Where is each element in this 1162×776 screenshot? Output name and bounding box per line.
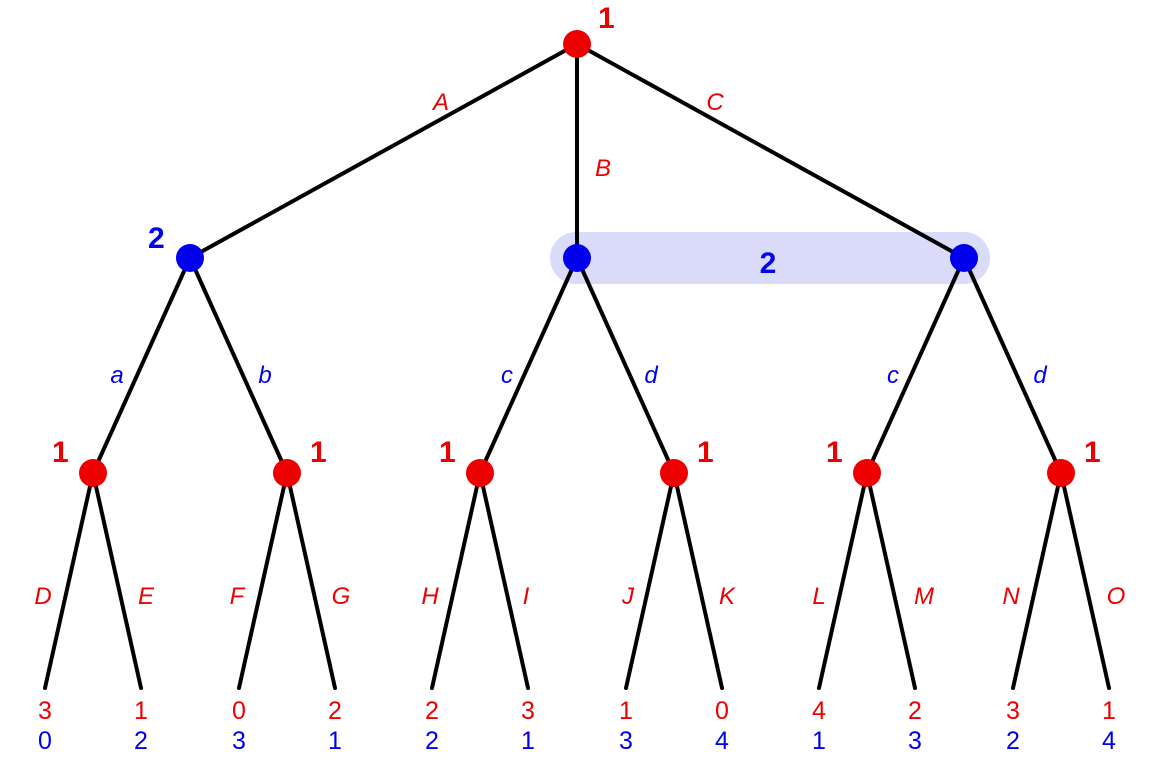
edge-D	[43, 471, 95, 690]
payoff-8: 0 4	[715, 697, 729, 755]
payoff-4-player2: 1	[328, 727, 342, 755]
player1-node-4	[660, 459, 688, 487]
payoff-9: 4 1	[812, 697, 826, 755]
player1-node-2	[273, 459, 301, 487]
player2-left-label: 2	[148, 222, 165, 255]
player1-node-1-label: 1	[52, 436, 69, 469]
payoff-1-player2: 0	[38, 727, 52, 755]
information-set-player-label: 2	[760, 247, 777, 280]
action-label-C: C	[706, 89, 724, 116]
action-label-c-left: c	[501, 362, 513, 389]
action-label-O: O	[1107, 583, 1126, 610]
payoff-1: 3 0	[38, 697, 52, 755]
action-label-b: b	[258, 362, 271, 389]
edge-J	[624, 471, 676, 690]
payoff-9-player2: 1	[812, 727, 826, 755]
payoff-9-player1: 4	[812, 697, 826, 725]
edge-root-C	[575, 42, 966, 260]
player1-node-5	[853, 459, 881, 487]
player1-node-5-label: 1	[826, 436, 843, 469]
payoff-7-player1: 1	[619, 697, 633, 725]
player1-node-2-label: 1	[310, 436, 327, 469]
action-label-E: E	[138, 583, 155, 610]
action-label-N: N	[1002, 583, 1020, 610]
payoff-10: 2 3	[908, 697, 922, 755]
action-label-L: L	[812, 583, 825, 610]
payoff-3: 0 3	[232, 697, 246, 755]
payoff-2-player2: 2	[134, 727, 148, 755]
player1-node-3-label: 1	[439, 436, 456, 469]
action-label-I: I	[523, 583, 530, 610]
player1-node-1	[79, 459, 107, 487]
edge-d-right	[962, 256, 1063, 475]
payoff-11: 3 2	[1006, 697, 1020, 755]
root-player-label: 1	[598, 2, 615, 35]
action-label-c-right: c	[887, 362, 899, 389]
payoff-5: 2 2	[425, 697, 439, 755]
payoff-11-player2: 2	[1006, 727, 1020, 755]
edge-O	[1059, 471, 1111, 690]
root-node	[563, 30, 591, 58]
payoff-5-player2: 2	[425, 727, 439, 755]
payoff-2: 1 2	[134, 697, 148, 755]
payoff-3-player2: 3	[232, 727, 246, 755]
payoff-11-player1: 3	[1006, 697, 1020, 725]
edge-c-left	[478, 256, 579, 475]
payoff-5-player1: 2	[425, 697, 439, 725]
edge-root-A	[188, 42, 579, 260]
payoff-4: 2 1	[328, 697, 342, 755]
player1-node-3	[466, 459, 494, 487]
edge-c-right	[865, 256, 966, 475]
player2-node-middle	[563, 244, 591, 272]
edge-F	[237, 471, 289, 690]
payoff-8-player1: 0	[715, 697, 729, 725]
payoff-7-player2: 3	[619, 727, 633, 755]
payoff-12: 1 4	[1102, 697, 1116, 755]
edge-K	[672, 471, 724, 690]
payoff-1-player1: 3	[38, 697, 52, 725]
player1-node-4-label: 1	[697, 436, 714, 469]
edge-I	[478, 471, 530, 690]
payoff-12-player2: 4	[1102, 727, 1116, 755]
action-label-D: D	[34, 583, 51, 610]
action-label-J: J	[621, 583, 635, 610]
action-label-d-right: d	[1033, 362, 1047, 389]
edge-d-left	[575, 256, 676, 475]
edge-L	[817, 471, 869, 690]
edge-M	[865, 471, 917, 690]
payoff-2-player1: 1	[134, 697, 148, 725]
payoff-10-player2: 3	[908, 727, 922, 755]
payoff-8-player2: 4	[715, 727, 729, 755]
action-label-B: B	[595, 155, 611, 182]
payoff-10-player1: 2	[908, 697, 922, 725]
player2-node-right	[950, 244, 978, 272]
action-label-a: a	[110, 362, 123, 389]
player1-node-6-label: 1	[1084, 436, 1101, 469]
action-label-K: K	[719, 583, 736, 610]
payoff-12-player1: 1	[1102, 697, 1116, 725]
edge-a	[91, 256, 192, 475]
payoff-6-player2: 1	[521, 727, 535, 755]
action-label-G: G	[332, 583, 351, 610]
action-label-F: F	[230, 583, 246, 610]
payoff-6-player1: 3	[521, 697, 535, 725]
payoff-7: 1 3	[619, 697, 633, 755]
edge-N	[1011, 471, 1063, 690]
player2-node-left	[176, 244, 204, 272]
action-label-H: H	[421, 583, 439, 610]
action-label-A: A	[431, 89, 449, 116]
action-label-M: M	[914, 583, 934, 610]
action-label-d-left: d	[644, 362, 658, 389]
edge-G	[285, 471, 337, 690]
edge-H	[430, 471, 482, 690]
player1-node-6	[1047, 459, 1075, 487]
information-set-highlight	[550, 232, 990, 284]
edge-E	[91, 471, 143, 690]
payoff-4-player1: 2	[328, 697, 342, 725]
payoff-6: 3 1	[521, 697, 535, 755]
payoff-3-player1: 0	[232, 697, 246, 725]
edge-b	[188, 256, 289, 475]
